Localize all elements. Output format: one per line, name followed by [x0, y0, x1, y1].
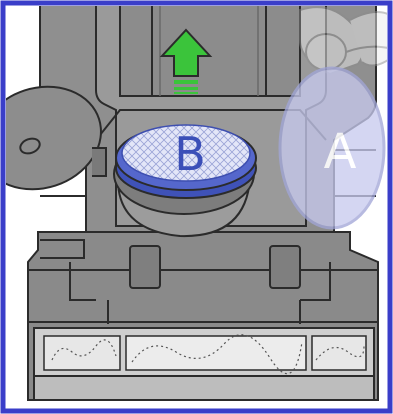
- hand-icon: [300, 7, 388, 74]
- brush-bar: [34, 328, 374, 400]
- filter-b: B: [116, 125, 256, 198]
- part-a-label: A: [324, 124, 357, 180]
- part-b-label: B: [174, 127, 206, 181]
